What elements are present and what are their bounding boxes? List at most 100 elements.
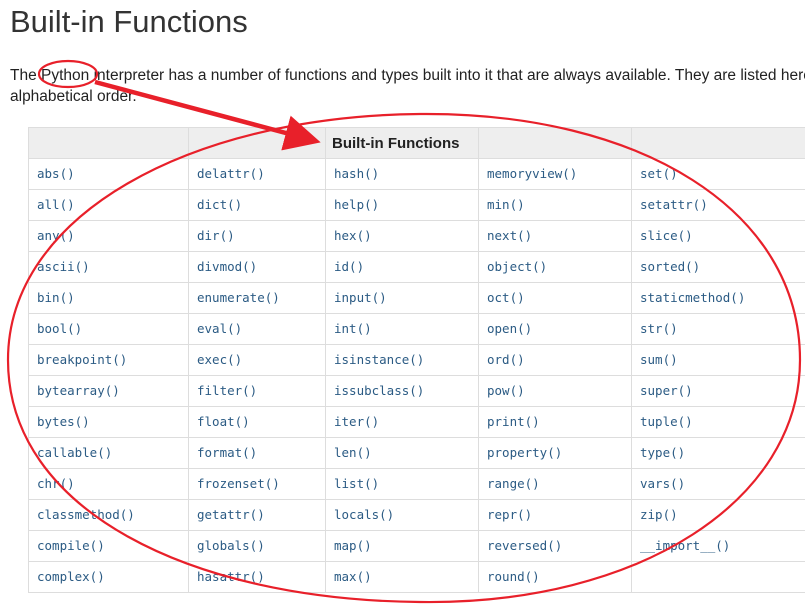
function-link-open[interactable]: open() xyxy=(487,321,533,336)
function-link-delattr[interactable]: delattr() xyxy=(197,166,265,181)
function-link-object[interactable]: object() xyxy=(487,259,548,274)
function-link-vars[interactable]: vars() xyxy=(640,476,686,491)
function-link-abs[interactable]: abs() xyxy=(37,166,75,181)
function-link-eval[interactable]: eval() xyxy=(197,321,243,336)
function-link-slice[interactable]: slice() xyxy=(640,228,693,243)
table-cell: filter() xyxy=(188,375,326,407)
table-cell: list() xyxy=(325,468,479,500)
function-link-type[interactable]: type() xyxy=(640,445,686,460)
function-link-next[interactable]: next() xyxy=(487,228,533,243)
function-link-all[interactable]: all() xyxy=(37,197,75,212)
table-cell: callable() xyxy=(28,437,189,469)
table-cell: slice() xyxy=(631,220,805,252)
function-link-frozenset[interactable]: frozenset() xyxy=(197,476,280,491)
function-link-bytes[interactable]: bytes() xyxy=(37,414,90,429)
table-cell: chr() xyxy=(28,468,189,500)
function-link-reversed[interactable]: reversed() xyxy=(487,538,563,553)
function-link-chr[interactable]: chr() xyxy=(37,476,75,491)
function-link-super[interactable]: super() xyxy=(640,383,693,398)
table-cell: range() xyxy=(478,468,632,500)
function-link-memoryview[interactable]: memoryview() xyxy=(487,166,578,181)
table-cell: compile() xyxy=(28,530,189,562)
function-link-classmethod[interactable]: classmethod() xyxy=(37,507,135,522)
function-link-breakpoint[interactable]: breakpoint() xyxy=(37,352,128,367)
function-link-complex[interactable]: complex() xyxy=(37,569,105,584)
function-link-bin[interactable]: bin() xyxy=(37,290,75,305)
table-cell: round() xyxy=(478,561,632,593)
function-link-bytearray[interactable]: bytearray() xyxy=(37,383,120,398)
function-link-any[interactable]: any() xyxy=(37,228,75,243)
function-link-issubclass[interactable]: issubclass() xyxy=(334,383,425,398)
function-link-globals[interactable]: globals() xyxy=(197,538,265,553)
function-link-tuple[interactable]: tuple() xyxy=(640,414,693,429)
function-link-str[interactable]: str() xyxy=(640,321,678,336)
function-link-map[interactable]: map() xyxy=(334,538,372,553)
table-cell: oct() xyxy=(478,282,632,314)
function-link-zip[interactable]: zip() xyxy=(640,507,678,522)
table-cell xyxy=(631,561,805,593)
table-cell: int() xyxy=(325,313,479,345)
function-link-float[interactable]: float() xyxy=(197,414,250,429)
function-link-bool[interactable]: bool() xyxy=(37,321,83,336)
function-link-getattr[interactable]: getattr() xyxy=(197,507,265,522)
table-cell: bin() xyxy=(28,282,189,314)
function-link-property[interactable]: property() xyxy=(487,445,563,460)
function-link-compile[interactable]: compile() xyxy=(37,538,105,553)
function-link-filter[interactable]: filter() xyxy=(197,383,258,398)
table-row: breakpoint() exec() isinstance() ord() sum() xyxy=(28,344,805,376)
function-link-min[interactable]: min() xyxy=(487,197,525,212)
table-cell: len() xyxy=(325,437,479,469)
table-header-row: Built-in Functions xyxy=(28,127,805,159)
function-link-dir[interactable]: dir() xyxy=(197,228,235,243)
function-link-format[interactable]: format() xyxy=(197,445,258,460)
table-cell: dir() xyxy=(188,220,326,252)
table-cell: isinstance() xyxy=(325,344,479,376)
function-link-range[interactable]: range() xyxy=(487,476,540,491)
function-link-callable[interactable]: callable() xyxy=(37,445,113,460)
table-cell: ord() xyxy=(478,344,632,376)
table-cell: staticmethod() xyxy=(631,282,805,314)
table-row: classmethod() getattr() locals() repr() zip(… xyxy=(28,499,805,531)
table-cell: exec() xyxy=(188,344,326,376)
function-link-ord[interactable]: ord() xyxy=(487,352,525,367)
function-link-oct[interactable]: oct() xyxy=(487,290,525,305)
function-link-setattr[interactable]: setattr() xyxy=(640,197,708,212)
function-link-dict[interactable]: dict() xyxy=(197,197,243,212)
function-link-hasattr[interactable]: hasattr() xyxy=(197,569,265,584)
function-link-ascii[interactable]: ascii() xyxy=(37,259,90,274)
table-row: compile() globals() map() reversed() __impor… xyxy=(28,530,805,562)
table-cell: setattr() xyxy=(631,189,805,221)
table-cell: map() xyxy=(325,530,479,562)
function-link-staticmethod[interactable]: staticmethod() xyxy=(640,290,746,305)
function-link-divmod[interactable]: divmod() xyxy=(197,259,258,274)
function-link-exec[interactable]: exec() xyxy=(197,352,243,367)
function-link-iter[interactable]: iter() xyxy=(334,414,380,429)
function-link-set[interactable]: set() xyxy=(640,166,678,181)
function-link-isinstance[interactable]: isinstance() xyxy=(334,352,425,367)
table-cell: issubclass() xyxy=(325,375,479,407)
function-link-id[interactable]: id() xyxy=(334,259,365,274)
table-cell: hex() xyxy=(325,220,479,252)
function-link-pow[interactable]: pow() xyxy=(487,383,525,398)
table-cell: object() xyxy=(478,251,632,283)
function-link-locals[interactable]: locals() xyxy=(334,507,395,522)
function-link-print[interactable]: print() xyxy=(487,414,540,429)
function-link-sorted[interactable]: sorted() xyxy=(640,259,701,274)
function-link-hex[interactable]: hex() xyxy=(334,228,372,243)
function-link-max[interactable]: max() xyxy=(334,569,372,584)
function-link-help[interactable]: help() xyxy=(334,197,380,212)
function-link-sum[interactable]: sum() xyxy=(640,352,678,367)
table-row: bytes() float() iter() print() tuple() xyxy=(28,406,805,438)
function-link-enumerate[interactable]: enumerate() xyxy=(197,290,280,305)
function-link-int[interactable]: int() xyxy=(334,321,372,336)
table-cell: format() xyxy=(188,437,326,469)
table-header-cell xyxy=(631,127,805,159)
function-link-round[interactable]: round() xyxy=(487,569,540,584)
function-link-repr[interactable]: repr() xyxy=(487,507,533,522)
table-header-cell xyxy=(28,127,189,159)
function-link-len[interactable]: len() xyxy=(334,445,372,460)
function-link-import[interactable]: __import__() xyxy=(640,538,731,553)
function-link-input[interactable]: input() xyxy=(334,290,387,305)
function-link-list[interactable]: list() xyxy=(334,476,380,491)
function-link-hash[interactable]: hash() xyxy=(334,166,380,181)
